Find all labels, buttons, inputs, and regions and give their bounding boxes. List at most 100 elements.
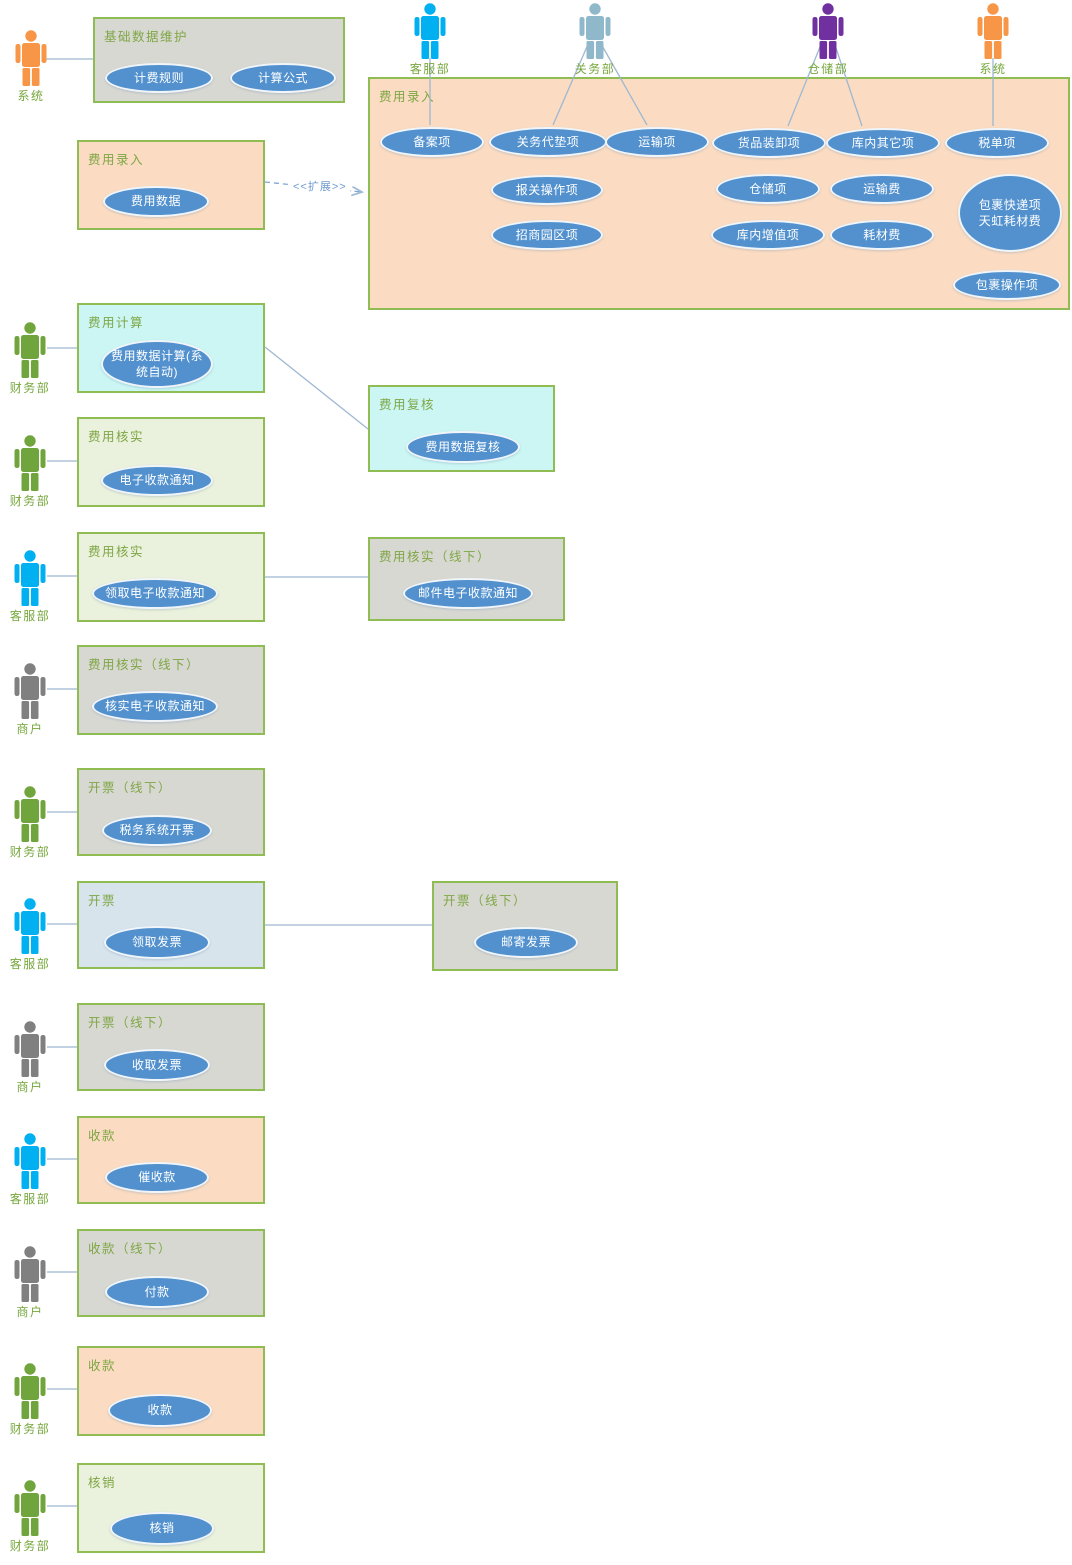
actor-finance-r10: 财务部: [0, 1363, 60, 1437]
usecase-pay: 付款: [105, 1276, 209, 1308]
group-title: 开票（线下）: [88, 1016, 173, 1030]
usecase-fee-data: 费用数据: [103, 186, 209, 217]
group-base-data-maintenance: 基础数据维护 计费规则 计算公式: [93, 17, 345, 103]
group-title: 费用核实（线下）: [88, 658, 201, 672]
group-title: 费用复核: [379, 398, 436, 412]
group-invoice-offline-finance: 开票（线下） 税务系统开票: [77, 768, 265, 856]
usecase-warehouse-vas-item: 库内增值项: [711, 220, 825, 250]
actor-label: 系统: [979, 62, 1007, 76]
actor-label: 财务部: [9, 1422, 51, 1436]
group-fee-entry-small: 费用录入 费用数据: [77, 140, 265, 230]
usecase-tax-item: 税单项: [945, 128, 1049, 158]
group-collection-offline-merchant: 收款（线下） 付款: [77, 1229, 265, 1317]
group-title: 开票（线下）: [88, 781, 173, 795]
actor-merchant-r9: 商户: [0, 1246, 60, 1320]
group-fee-calculation: 费用计算 费用数据计算(系统自动): [77, 303, 265, 393]
person-icon: [976, 3, 1010, 59]
actor-finance-r2: 财务部: [0, 435, 60, 509]
actor-label: 客服部: [409, 62, 451, 76]
person-icon: [13, 1480, 47, 1536]
group-title: 费用计算: [88, 316, 145, 330]
usecase-customs-advance-item: 关务代垫项: [489, 127, 607, 157]
usecase-warehouse-item: 仓储项: [716, 174, 820, 204]
usecase-transport-item: 运输项: [605, 127, 709, 157]
actor-label: 关务部: [574, 62, 616, 76]
group-fee-verify-cs: 费用核实 领取电子收款通知: [77, 532, 265, 622]
person-icon: [13, 1133, 47, 1189]
actor-label: 客服部: [9, 1192, 51, 1206]
person-icon: [13, 898, 47, 954]
actor-label: 财务部: [9, 1539, 51, 1553]
actor-finance-r11: 财务部: [0, 1480, 60, 1554]
person-icon: [13, 435, 47, 491]
actor-label: 客服部: [9, 609, 51, 623]
usecase-e-payment-notice: 电子收款通知: [101, 465, 213, 496]
actor-warehouse-dept: 仓储部: [796, 3, 860, 77]
usecase-package-express-item: 包裹快递项天虹耗材费: [958, 174, 1062, 252]
group-invoice-offline-merchant: 开票（线下） 收取发票: [77, 1003, 265, 1091]
person-icon: [413, 3, 447, 59]
person-icon: [578, 3, 612, 59]
group-title: 收款（线下）: [88, 1242, 173, 1256]
actor-label: 系统: [17, 89, 45, 103]
usecase-tax-system-invoice: 税务系统开票: [102, 815, 212, 846]
actor-merchant-r7: 商户: [0, 1021, 60, 1095]
usecase-consumable-fee: 耗材费: [830, 220, 934, 250]
actor-customer-service-r8: 客服部: [0, 1133, 60, 1207]
usecase-receive-invoice: 收取发票: [104, 1049, 210, 1081]
usecase-zhaoshang-park-item: 招商园区项: [491, 220, 603, 250]
actor-system-topright: 系统: [961, 3, 1025, 77]
usecase-calc-formula: 计算公式: [230, 63, 336, 93]
group-title: 费用核实（线下）: [379, 550, 492, 564]
group-invoice-cs: 开票 领取发票: [77, 881, 265, 969]
person-icon: [13, 550, 47, 606]
usecase-receive-payment: 收款: [108, 1394, 212, 1427]
usecase-mail-e-payment-notice: 邮件电子收款通知: [403, 578, 533, 609]
group-fee-verify-offline-mail: 费用核实（线下） 邮件电子收款通知: [368, 537, 565, 621]
usecase-transport-fee: 运输费: [830, 174, 934, 204]
person-icon: [13, 663, 47, 719]
usecase-goods-loading-item: 货品装卸项: [712, 128, 826, 158]
group-title: 收款: [88, 1129, 117, 1143]
group-collection-cs: 收款 催收款: [77, 1116, 265, 1204]
actor-finance-r1: 财务部: [0, 322, 60, 396]
usecase-warehouse-other-item: 库内其它项: [826, 128, 940, 158]
actor-merchant-r4: 商户: [0, 663, 60, 737]
group-title: 费用核实: [88, 545, 145, 559]
usecase-fee-data-calc: 费用数据计算(系统自动): [101, 340, 213, 388]
usecase-mail-invoice: 邮寄发票: [474, 927, 578, 958]
group-title: 基础数据维护: [104, 30, 189, 44]
actor-label: 客服部: [9, 957, 51, 971]
person-icon: [13, 1021, 47, 1077]
group-fee-verify-finance: 费用核实 电子收款通知: [77, 417, 265, 507]
group-title: 费用核实: [88, 430, 145, 444]
group-fee-review: 费用复核 费用数据复核: [368, 385, 555, 472]
person-icon: [811, 3, 845, 59]
group-invoice-offline-mail: 开票（线下） 邮寄发票: [432, 881, 618, 971]
extend-label: <<扩展>>: [290, 178, 350, 194]
group-title: 开票: [88, 894, 117, 908]
person-icon: [13, 786, 47, 842]
usecase-get-e-payment-notice: 领取电子收款通知: [92, 578, 218, 609]
usecase-billing-rules: 计费规则: [105, 63, 213, 93]
group-fee-verify-offline-merchant: 费用核实（线下） 核实电子收款通知: [77, 645, 265, 735]
actor-finance-r5: 财务部: [0, 786, 60, 860]
connector-feecalc-feereview: [264, 346, 369, 430]
actor-customer-service-r3: 客服部: [0, 550, 60, 624]
actor-customer-service-top: 客服部: [398, 3, 462, 77]
actor-system-topleft: 系统: [0, 30, 62, 104]
usecase-verify-e-payment-notice: 核实电子收款通知: [92, 691, 218, 722]
usecase-record-item: 备案项: [380, 127, 484, 157]
group-title: 费用录入: [379, 90, 436, 104]
group-fee-entry-main: 费用录入 备案项 关务代垫项 运输项 货品装卸项 库内其它项 税单项 报关操作项…: [368, 77, 1070, 310]
usecase-writeoff: 核销: [110, 1512, 214, 1545]
usecase-package-operation-item: 包裹操作项: [953, 270, 1061, 300]
actor-label: 财务部: [9, 381, 51, 395]
actor-label: 商户: [16, 1305, 44, 1319]
usecase-get-invoice: 领取发票: [104, 926, 210, 959]
person-icon: [13, 322, 47, 378]
group-collection-finance: 收款 收款: [77, 1346, 265, 1436]
group-title: 核销: [88, 1476, 117, 1490]
actor-customs-dept: 关务部: [563, 3, 627, 77]
